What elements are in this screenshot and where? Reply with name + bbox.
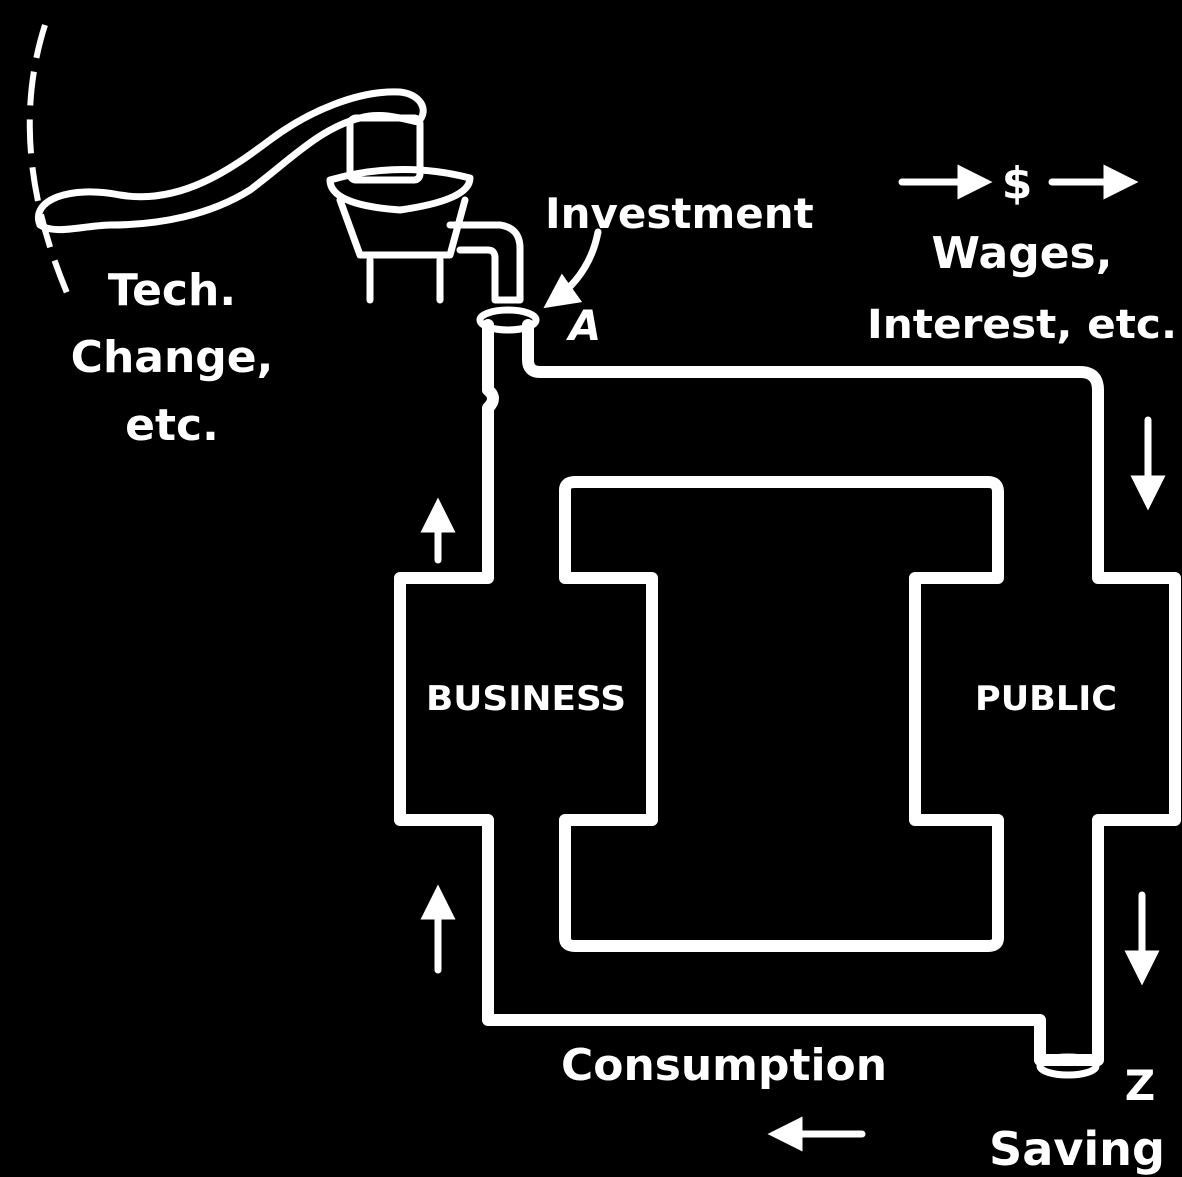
label-consumption: Consumption bbox=[561, 1040, 887, 1091]
label-wages: Wages, bbox=[932, 228, 1113, 279]
label-etc-left: etc. bbox=[125, 400, 219, 451]
label-point-a: A bbox=[566, 301, 602, 350]
pump-cylinder bbox=[346, 114, 424, 184]
label-dollar: $ bbox=[1002, 158, 1033, 209]
label-saving: Saving bbox=[989, 1122, 1165, 1176]
circular-flow-pipe bbox=[394, 306, 1181, 1079]
pump-handle bbox=[35, 88, 427, 234]
inner-pipe bbox=[559, 476, 1004, 952]
outlet-drain bbox=[1036, 1053, 1100, 1079]
label-point-z: Z bbox=[1125, 1061, 1155, 1110]
investment-pointer-icon bbox=[543, 228, 602, 309]
outer-pipe bbox=[394, 319, 1181, 1066]
label-interest: Interest, etc. bbox=[867, 302, 1177, 348]
label-business: BUSINESS bbox=[426, 679, 626, 719]
handle-swing-arc bbox=[26, 24, 73, 302]
label-public: PUBLIC bbox=[975, 679, 1117, 719]
inlet-funnel bbox=[476, 306, 540, 334]
pump-spout bbox=[446, 221, 524, 304]
label-change: Change, bbox=[71, 332, 274, 383]
pump-icon bbox=[35, 88, 524, 304]
label-investment: Investment bbox=[545, 189, 814, 238]
label-tech: Tech. bbox=[108, 265, 236, 316]
pump-bowl bbox=[326, 166, 474, 214]
